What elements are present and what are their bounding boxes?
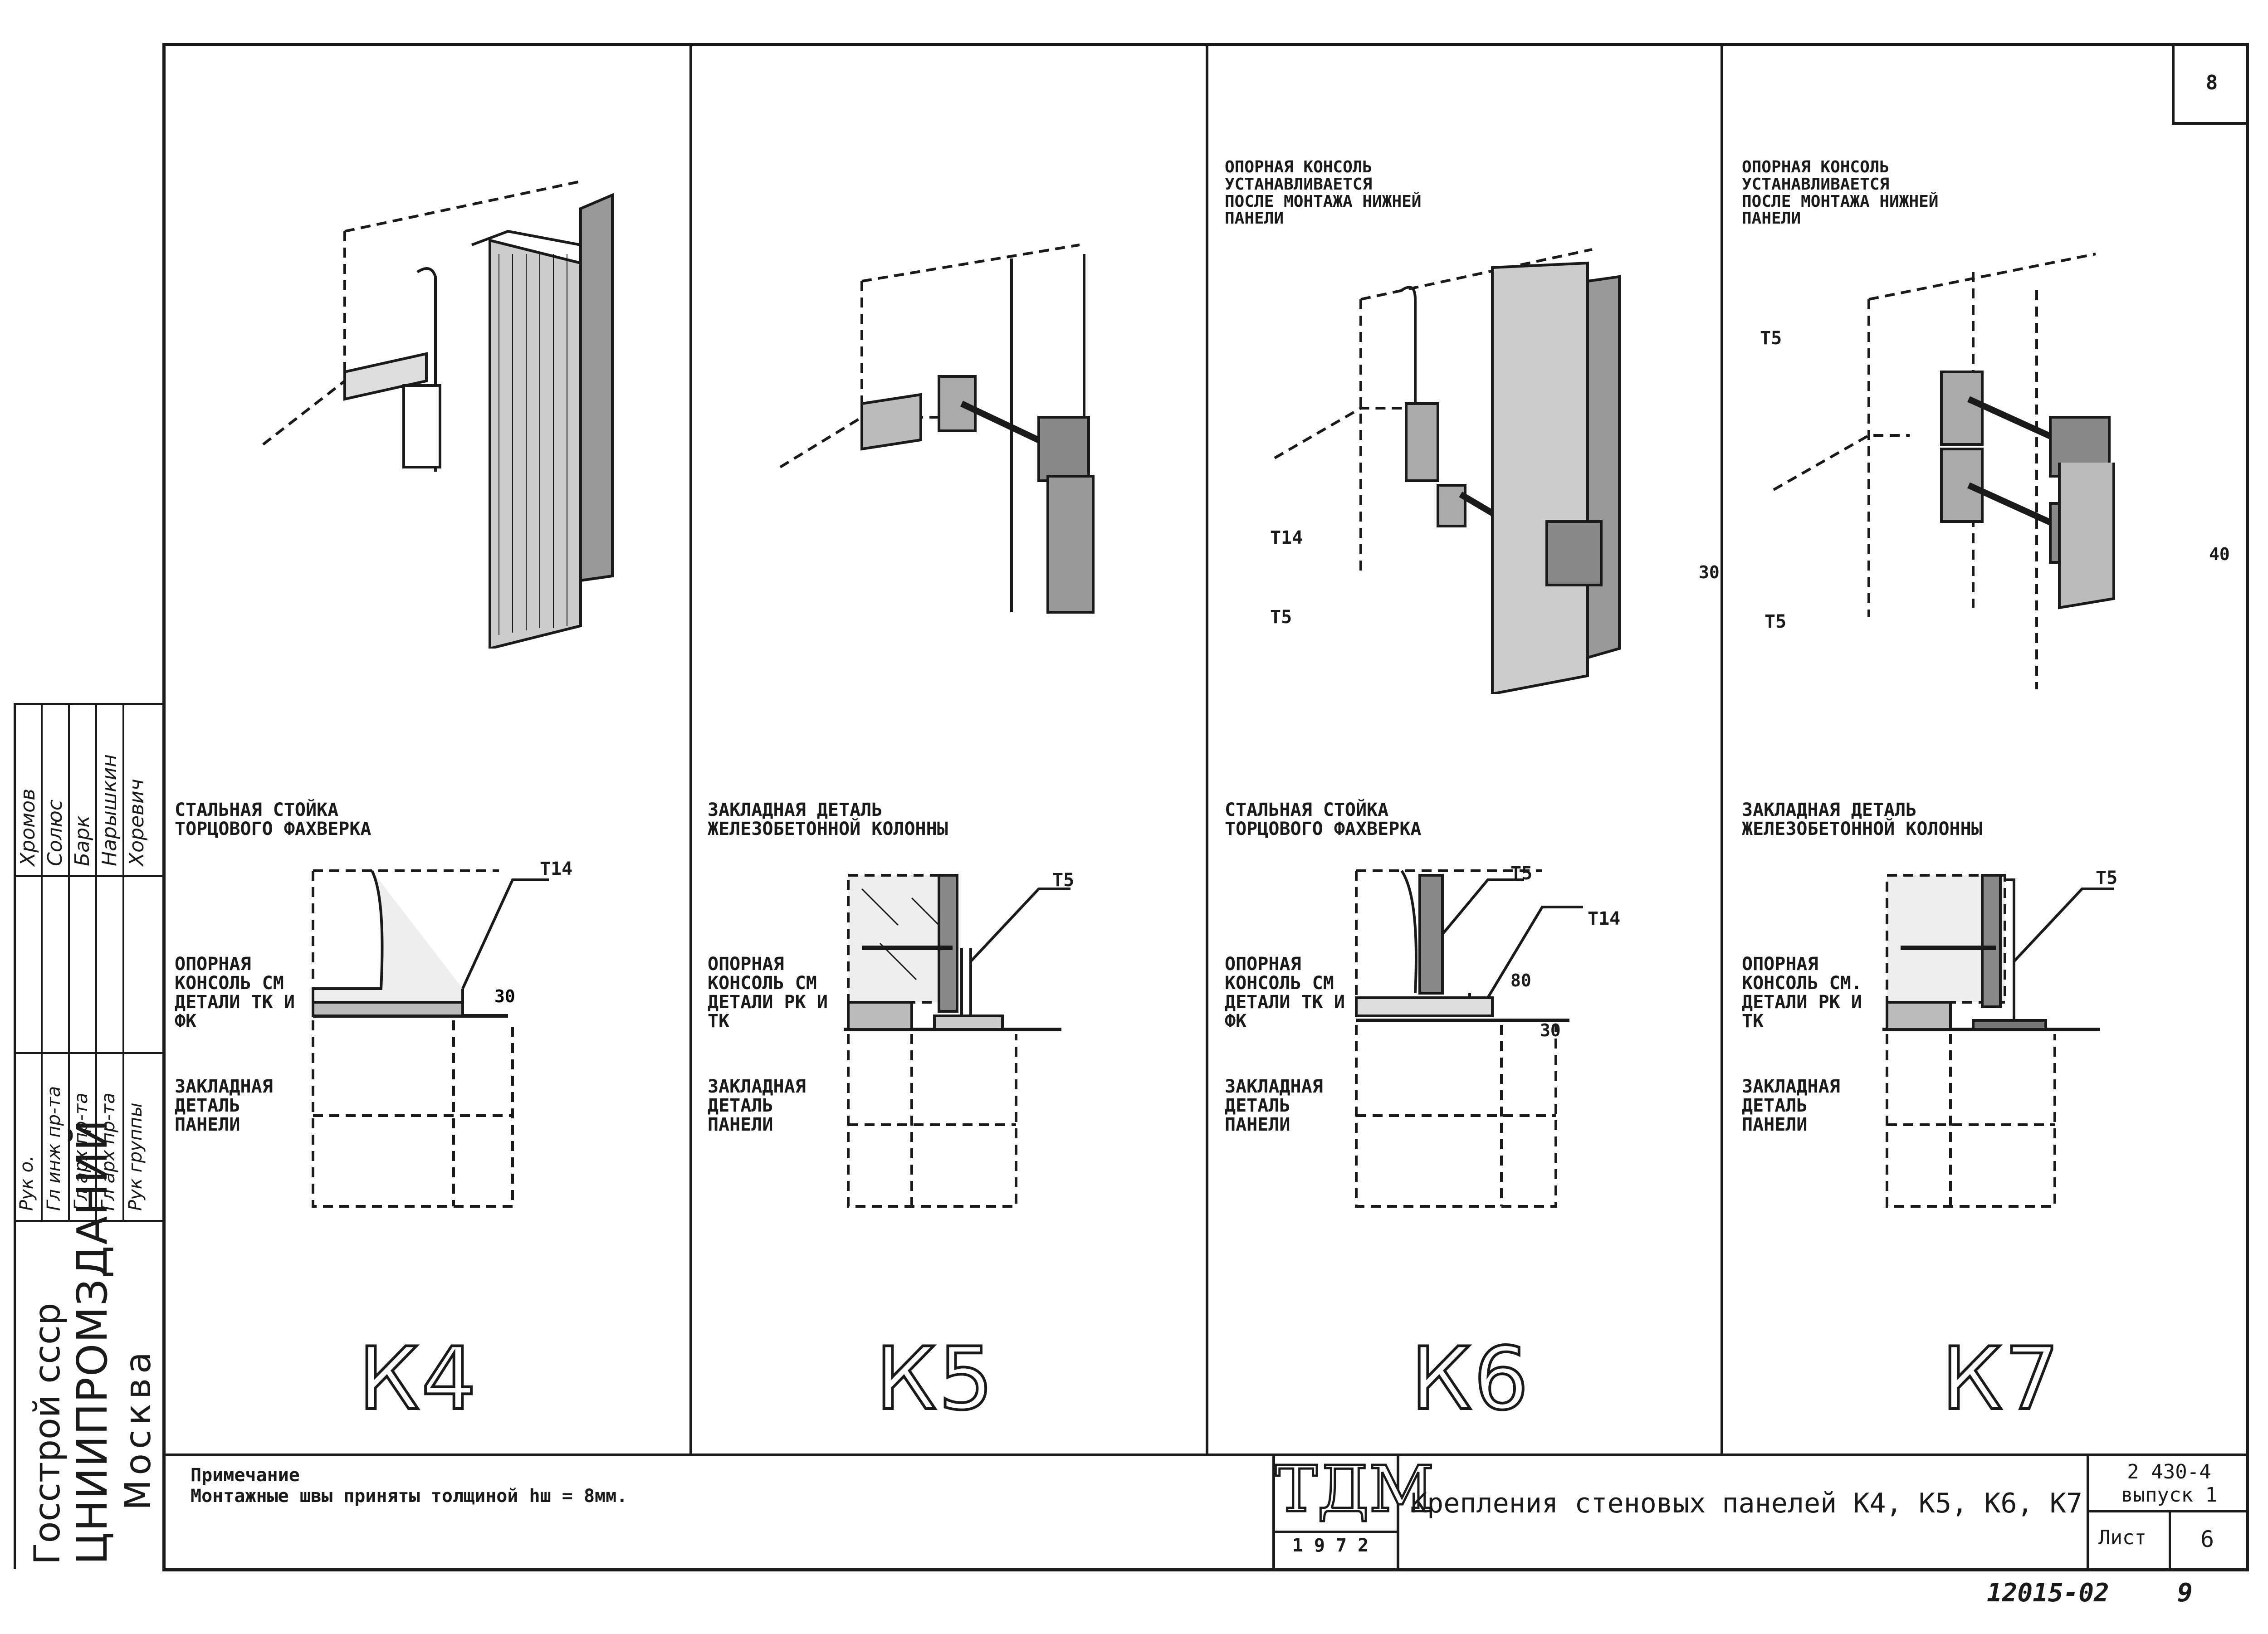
column-divider-1: [689, 43, 692, 1454]
stamp-org-line3: Москва: [118, 1347, 159, 1510]
k6-iso-drawing: [1266, 213, 1701, 694]
corner-number-box: 8: [2172, 43, 2249, 125]
k6-iso-dim-30: 30: [1699, 562, 1720, 582]
k4-steel-post-note: Стальная стойка торцового фахверка: [175, 800, 371, 839]
stamp-name-3: Барк: [71, 815, 94, 866]
column-divider-3: [1721, 43, 1723, 1454]
side-stamp-frame: [14, 703, 162, 1569]
page-number: 9: [2177, 1578, 2193, 1608]
stamp-grid-line: [14, 1052, 162, 1054]
column-divider-2: [1206, 43, 1208, 1454]
footer-logo: ТДМ: [1274, 1452, 1436, 1527]
stamp-grid-line: [41, 703, 43, 1220]
footer-separator: [162, 1454, 2249, 1456]
footer-logo-divider: [1275, 1531, 1397, 1533]
k5-weld-mark: Т5: [1052, 870, 1075, 891]
footer-note-text: Монтажные швы приняты толщиной hш = 8мм.: [191, 1486, 628, 1507]
k7-support-console-note: Опорная консоль см. детали РК и ТК: [1742, 954, 1862, 1032]
stamp-role-1: Рук о.: [16, 1156, 37, 1211]
stamp-role-5: Рук группы: [125, 1102, 146, 1211]
stamp-name-2: Солюс: [44, 800, 67, 866]
stamp-org-line1: Госстрой ссср: [27, 1302, 68, 1565]
k4-iso-drawing: [254, 127, 644, 649]
footer-note: Примечание Монтажные швы приняты толщино…: [191, 1465, 1188, 1507]
stamp-grid-line: [68, 703, 70, 1220]
stamp-grid-line: [122, 703, 124, 1220]
k6-weld-t5: Т5: [1510, 863, 1533, 884]
k6-dim-80: 80: [1510, 971, 1531, 990]
k6-support-console-note: Опорная консоль см детали ТК и ФК: [1225, 954, 1345, 1032]
footer-series: 2 430-4: [2127, 1460, 2211, 1483]
k6-weld-t14: Т14: [1588, 908, 1621, 929]
k7-iso-drawing: [1760, 236, 2195, 689]
corner-number: 8: [2205, 71, 2218, 94]
k7-embedded-column-note: Закладная деталь железобетонной колонны: [1742, 800, 1982, 839]
k6-section-drawing: [1352, 862, 1678, 1215]
footer-series-box: 2 430-4 выпуск 1 Лист 6: [2087, 1454, 2249, 1571]
k6-dim-30: 30: [1540, 1020, 1561, 1040]
footer-sheet-divider: [2169, 1510, 2171, 1571]
footer-title: Крепления стеновых панелей К4, К5, К6, К…: [1411, 1488, 2083, 1519]
stamp-name-5: Хоревич: [125, 779, 148, 866]
k5-embedded-column-note: Закладная деталь железобетонной колонны: [708, 800, 948, 839]
k6-iso-weld-t14: Т14: [1270, 527, 1303, 548]
stamp-grid-line: [14, 875, 162, 877]
k7-section-drawing: [1882, 871, 2209, 1215]
k5-iso-drawing: [767, 204, 1175, 649]
side-stamp: Рук о. Гл инж пр-та Гл арх пр-та Гл арх …: [14, 703, 162, 1569]
k4-weld-mark: Т14: [540, 858, 573, 879]
k4-dim-30: 30: [494, 986, 515, 1006]
k4-section-drawing: 30: [308, 862, 635, 1215]
footer-sheet-label: Лист: [2098, 1526, 2146, 1549]
k5-label: К5: [874, 1327, 995, 1430]
stamp-role-2: Гл инж пр-та: [44, 1086, 64, 1211]
footer-logo-box: ТДМ 1972: [1272, 1452, 1436, 1571]
k6-iso-weld-t5: Т5: [1270, 607, 1292, 628]
k4-support-console-note: Опорная консоль см детали ТК и ФК: [175, 954, 295, 1032]
k7-console-install-note: Опорная консоль устанавливается после мо…: [1742, 158, 1939, 228]
k7-iso-dim-40: 40: [2209, 544, 2230, 564]
k7-weld-mark: Т5: [2096, 868, 2118, 888]
k7-embedded-note: Закладная деталь панели: [1742, 1076, 1840, 1135]
k7-label: К7: [1940, 1327, 2061, 1430]
k6-steel-post-note: Стальная стойка торцового фахверка: [1225, 800, 1422, 839]
k5-section-drawing: [844, 871, 1161, 1215]
footer-issue: выпуск 1: [2121, 1483, 2217, 1507]
k7-iso-weld-t5-top: Т5: [1760, 328, 1782, 349]
stamp-name-1: Хромов: [16, 788, 39, 866]
k5-embedded-note: Закладная деталь панели: [708, 1076, 806, 1135]
side-stamp-divider: [14, 1220, 162, 1222]
k6-label: К6: [1409, 1327, 1530, 1430]
footer-sheet-number: 6: [2200, 1526, 2214, 1552]
k4-embedded-note: Закладная деталь панели: [175, 1076, 273, 1135]
stamp-name-4: Нарышкин: [98, 754, 121, 866]
k7-iso-weld-t5-bottom: Т5: [1765, 611, 1787, 632]
k6-embedded-note: Закладная деталь панели: [1225, 1076, 1323, 1135]
inventory-number: 12015-02: [1987, 1578, 2109, 1608]
footer-logo-year: 1972: [1292, 1535, 1380, 1556]
k4-label: К4: [357, 1327, 478, 1430]
k5-support-console-note: Опорная консоль см детали РК и ТК: [708, 954, 828, 1032]
k6-console-install-note: Опорная консоль устанавливается после мо…: [1225, 158, 1422, 228]
stamp-grid-line: [95, 703, 97, 1220]
footer-note-title: Примечание: [191, 1465, 300, 1486]
stamp-org-line2: ЦНИИПРОМЗДАНИЙ: [68, 1118, 117, 1565]
